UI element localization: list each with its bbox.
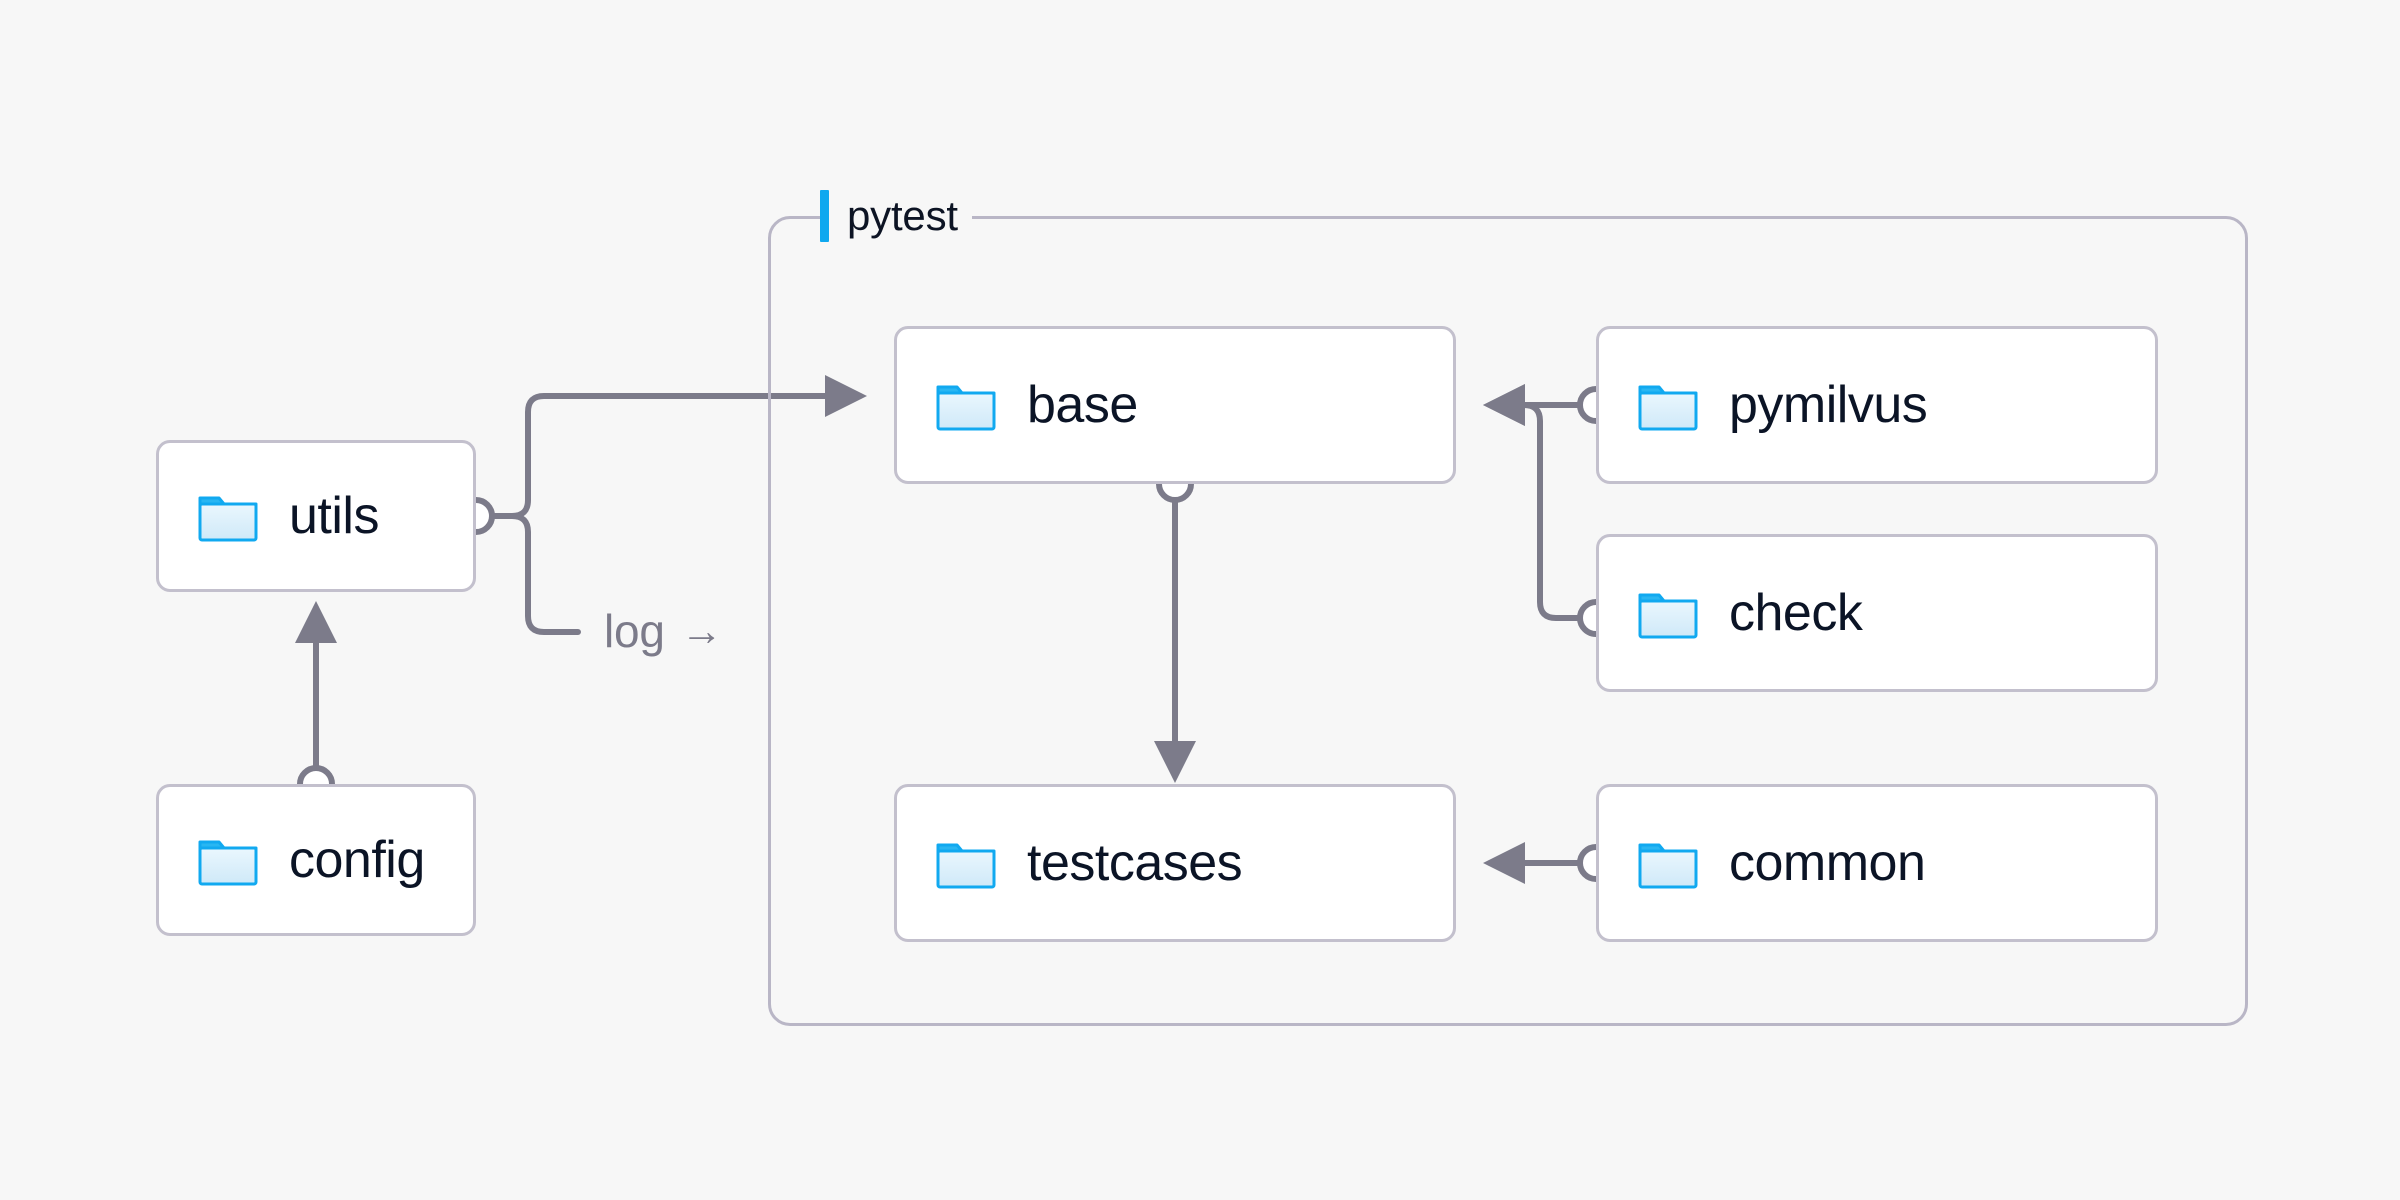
folder-icon xyxy=(198,840,258,886)
node-check[interactable]: check xyxy=(1596,534,2158,692)
node-config-label: config xyxy=(289,831,425,889)
node-common[interactable]: common xyxy=(1596,784,2158,942)
edge-label-log-text: log xyxy=(604,605,665,657)
node-check-label: check xyxy=(1729,584,1863,642)
folder-icon xyxy=(198,496,258,542)
node-config[interactable]: config xyxy=(156,784,476,936)
folder-icon xyxy=(936,385,996,431)
accent-bar-icon xyxy=(820,190,829,242)
node-testcases[interactable]: testcases xyxy=(894,784,1456,942)
edge-utils-to-log xyxy=(473,513,581,635)
node-pymilvus[interactable]: pymilvus xyxy=(1596,326,2158,484)
edge-label-log: log → xyxy=(604,604,723,658)
group-pytest[interactable] xyxy=(768,216,2248,1026)
node-common-label: common xyxy=(1729,834,1926,892)
group-pytest-title-text: pytest xyxy=(847,192,958,239)
folder-icon xyxy=(936,843,996,889)
node-utils[interactable]: utils xyxy=(156,440,476,592)
node-base-label: base xyxy=(1027,376,1138,434)
group-pytest-title: pytest xyxy=(820,186,972,246)
arrow-right-icon: → xyxy=(680,607,723,654)
node-pymilvus-label: pymilvus xyxy=(1729,376,1928,434)
node-base[interactable]: base xyxy=(894,326,1456,484)
folder-icon xyxy=(1638,843,1698,889)
node-testcases-label: testcases xyxy=(1027,834,1243,892)
folder-icon xyxy=(1638,385,1698,431)
node-utils-label: utils xyxy=(289,487,379,545)
folder-icon xyxy=(1638,593,1698,639)
